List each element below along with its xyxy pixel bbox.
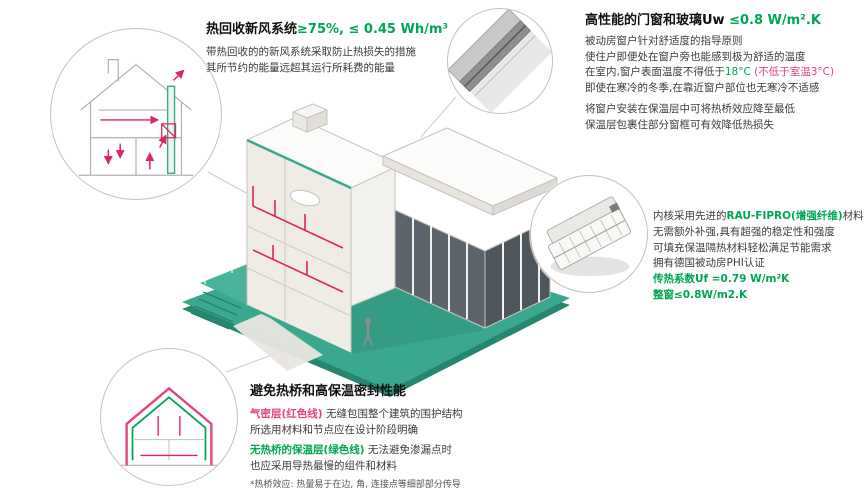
- ventilation-title: 热回收新风系统≥75%, ≤ 0.45 Wh/m³: [206, 22, 468, 39]
- windows-title: 高性能的门窗和玻璃Uw ≤0.8 W/m².K: [585, 13, 860, 30]
- windows-body-line6: 保温层包裹住部分窗框可有效降低热损失: [585, 118, 774, 131]
- windows-body-line3-text: 在室内,窗户表面温度不得低于: [585, 66, 725, 79]
- thermal-insulation-line2: 也应采用导热最慢的组件和材料: [250, 460, 397, 473]
- windows-body-line1: 被动房窗户针对舒适度的指导原则: [585, 34, 743, 47]
- profile-uf-value: 传热系数Uf =0.79 W/m²K: [653, 273, 790, 285]
- thermal-airtight-line2: 所选用材料和节点应在设计阶段明确: [250, 423, 418, 436]
- pvc-profile: [546, 196, 632, 270]
- profile-uw-value: 整窗≤0.8W/m2.K: [653, 288, 748, 301]
- profile-body: 内核采用先进的RAU-FIPRO(增强纤维)材料 无需额外补强,具有超强的稳定性…: [653, 209, 864, 304]
- person-figure: [363, 317, 373, 346]
- heat-exchanger: [161, 123, 177, 139]
- profile-line2: 无需额外补强,具有超强的稳定性和强度: [653, 225, 835, 238]
- thermal-annotation: 避免热桥和高保温密封性能 气密层(红色线) 无缝包围整个建筑的围护结构 所选用材…: [250, 384, 562, 492]
- insulation-layer-label: 无热桥的保温层(绿色线): [250, 444, 365, 457]
- insulation-layer-text: 无法避免渗漏点时: [364, 444, 452, 457]
- insulation-edge-green: [246, 138, 352, 356]
- thermal-airtight-line: 气密层(红色线) 无缝包围整个建筑的围护结构: [250, 407, 562, 423]
- ventilation-body-line2: 其所节约的能量远超其运行所耗费的能量: [206, 61, 395, 74]
- heat-recovery-unit: [166, 85, 176, 174]
- thermal-insulation-line: 无热桥的保温层(绿色线) 无法避免渗漏点时: [250, 443, 562, 459]
- profile-annotation: 内核采用先进的RAU-FIPRO(增强纤维)材料 无需额外补强,具有超强的稳定性…: [653, 209, 864, 304]
- profile-line1-pre: 内核采用先进的: [653, 210, 727, 222]
- airflow-arrows: [100, 69, 185, 170]
- stairs: [190, 291, 242, 330]
- ventilation-detail-circle: [50, 28, 222, 200]
- ventilation-body: 带热回收的的新风系统采取防止热损失的措施 其所节约的能量远超其运行所耗费的能量: [206, 45, 468, 77]
- airtight-layer-red-line: [125, 386, 213, 466]
- ventilation-title-value: ≥75%, ≤ 0.45 Wh/m³: [297, 22, 449, 37]
- frame-profile-illustration: [546, 196, 632, 277]
- thermal-title: 避免热桥和高保温密封性能: [250, 384, 407, 399]
- profile-line4: 拥有德国被动房PHI认证: [653, 257, 765, 270]
- chimney-outline: [107, 59, 119, 82]
- windows-body-line4: 即使在寒冷的冬季,在靠近窗户部位也无寒冷不适感: [585, 82, 820, 95]
- thermal-footnote: *热桥效应: 热量易于在边, 角, 连接点等细部部分传导: [250, 479, 461, 490]
- profile-line1: 内核采用先进的RAU-FIPRO(增强纤维)材料: [653, 209, 864, 225]
- airtight-layer-label: 气密层(红色线): [250, 407, 323, 420]
- windows-annotation: 高性能的门窗和玻璃Uw ≤0.8 W/m².K 被动房窗户针对舒适度的指导原则 …: [585, 13, 860, 133]
- windows-body: 被动房窗户针对舒适度的指导原则 使住户即便处在窗户旁也能感到极为舒适的温度 在室…: [585, 34, 860, 134]
- cutaway-interior: [246, 138, 352, 356]
- windows-body-line2: 使住户即便处在窗户旁也能感到极为舒适的温度: [585, 50, 806, 63]
- windows-body-line3-note: (不低于室温3°C): [750, 66, 835, 79]
- ventilation-ducts-red: [252, 186, 344, 293]
- windows-body-line5: 将窗户安装在保温层中可将热桥效应降至最低: [585, 102, 795, 115]
- profile-line1-post: 材料: [842, 210, 864, 222]
- windows-title-value: ≤0.8 W/m².K: [724, 13, 821, 28]
- thermal-envelope-illustration: [114, 386, 224, 466]
- thermal-body: 气密层(红色线) 无缝包围整个建筑的围护结构 所选用材料和节点应在设计阶段明确 …: [250, 407, 562, 492]
- thermal-envelope-detail-circle: [100, 348, 238, 486]
- ventilation-title-text: 热回收新风系统: [206, 22, 298, 37]
- frame-profile-detail-circle: [530, 175, 648, 293]
- ventilation-annotation: 热回收新风系统≥75%, ≤ 0.45 Wh/m³ 带热回收的的新风系统采取防止…: [206, 22, 468, 76]
- window-corner-illustration: [448, 9, 552, 113]
- profile-line3: 可填充保温隔热材料轻松满足节能需求: [653, 241, 832, 254]
- interior-red-lines: [140, 416, 198, 457]
- ventilation-section-illustration: [78, 59, 194, 176]
- window-corner-detail-circle: [447, 8, 553, 114]
- windows-body-line3-temp: 18°C: [724, 66, 751, 79]
- rear-wall: [350, 166, 396, 307]
- profile-line1-material: RAU-FIPRO(增强纤维): [726, 210, 843, 222]
- house-cutaway-illustration: [182, 103, 570, 397]
- building-volumes: [246, 103, 558, 355]
- insulation-layer-green-line: [131, 396, 207, 461]
- airtight-layer-text: 无缝包围整个建筑的围护结构: [322, 407, 463, 420]
- ventilation-body-line1: 带热回收的的新风系统采取防止热损失的措施: [206, 45, 416, 58]
- windows-body-line3: 在室内,窗户表面温度不得低于18°C (不低于室温3°C): [585, 65, 860, 81]
- bathtub: [289, 189, 321, 207]
- windows-title-text: 高性能的门窗和玻璃Uw: [585, 13, 725, 28]
